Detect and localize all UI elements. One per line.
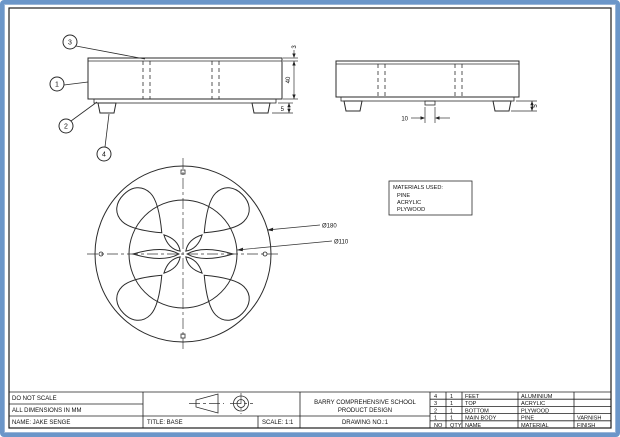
table-header-row: NO QTY NAME MATERIAL FINISH	[434, 423, 595, 429]
part-no: 2	[434, 408, 437, 414]
balloon-4-label: 4	[102, 152, 106, 159]
balloon-1: 1	[49, 76, 89, 92]
plan-view-inner-circle	[128, 199, 238, 309]
part-name: FEET	[465, 394, 480, 400]
plan-view-center-rosette	[131, 234, 235, 274]
front-view-bottom-plate	[93, 98, 277, 104]
side-dim-foot-height: 5	[511, 100, 539, 112]
front-view-left-foot	[97, 102, 117, 114]
plan-view: Ø180 Ø110	[87, 158, 349, 350]
plan-dim-inner-diameter: Ø110	[236, 240, 349, 252]
part-qty: 1	[450, 394, 453, 400]
header-finish: FINISH	[577, 423, 595, 429]
part-material: PLYWOOD	[521, 408, 549, 414]
sheet-frame	[8, 7, 612, 429]
materials-box-item: ACRYLIC	[397, 200, 421, 206]
table-row: 1 1 MAIN BODY PINE VARNISH	[434, 416, 601, 422]
plan-view-locating-marks	[98, 169, 268, 339]
header-name: NAME	[465, 423, 481, 429]
side-view-body-outline	[335, 60, 520, 98]
balloon-4: 4	[96, 113, 112, 162]
note-do-not-scale: DO NOT SCALE	[12, 396, 57, 402]
part-name: MAIN BODY	[465, 416, 497, 422]
parts-table: 4 1 FEET ALUMINIUM 3 1 TOP ACRYLIC 2 1 B…	[430, 392, 611, 429]
school-name: BARRY COMPREHENSIVE SCHOOL	[314, 400, 416, 406]
side-dim-foot-height-label: 5	[533, 104, 539, 108]
side-dim-tab-width: 10	[401, 107, 450, 123]
plan-dim-outer-diameter-label: Ø180	[322, 224, 337, 230]
part-no: 4	[434, 394, 437, 400]
materials-box-title: MATERIALS USED:	[393, 185, 443, 191]
note-dimensions: ALL DIMENSIONS IN MM	[12, 408, 81, 414]
materials-box-item: PLYWOOD	[397, 207, 425, 213]
front-dim-foot-height-label: 5	[281, 107, 285, 113]
part-material: ALUMINIUM	[521, 394, 553, 400]
part-qty: 1	[450, 416, 453, 422]
part-qty: 1	[450, 408, 453, 414]
part-material: ACRYLIC	[521, 401, 545, 407]
balloon-3: 3	[62, 34, 146, 60]
front-dim-top-thickness: 3	[283, 45, 298, 62]
side-view-left-foot	[343, 100, 363, 112]
balloon-callouts: 3 1 2 4	[49, 34, 146, 162]
side-view-right-foot	[492, 100, 512, 112]
front-view-hidden-lines	[142, 61, 220, 99]
materials-box-item: PINE	[397, 193, 410, 199]
side-dim-tab-width-label: 10	[401, 117, 408, 123]
part-material: PINE	[521, 416, 534, 422]
side-view-bottom-plate	[340, 96, 515, 102]
part-name: TOP	[465, 401, 477, 407]
balloon-2: 2	[58, 101, 98, 134]
header-no: NO	[434, 423, 443, 429]
front-dim-height-label: 40	[286, 76, 292, 83]
front-dim-height: 40	[283, 61, 298, 100]
front-view-body-outline	[87, 57, 283, 100]
materials-note-box: MATERIALS USED: PINE ACRYLIC PLYWOOD	[388, 180, 473, 216]
plan-view-outer-circle	[94, 165, 272, 343]
table-row: 2 1 BOTTOM PLYWOOD	[434, 408, 549, 414]
title-field: TITLE: BASE	[147, 420, 183, 426]
front-view-right-foot	[251, 102, 271, 114]
front-view: 3 40 5	[87, 45, 298, 114]
plan-dim-inner-diameter-label: Ø110	[334, 240, 349, 246]
part-no: 1	[434, 416, 437, 422]
header-material: MATERIAL	[521, 423, 549, 429]
front-dim-top-thickness-label: 3	[292, 45, 298, 49]
department-name: PRODUCT DESIGN	[338, 408, 392, 414]
plan-dim-outer-diameter: Ø180	[266, 224, 337, 232]
table-row: 4 1 FEET ALUMINIUM	[434, 394, 553, 400]
table-row: 3 1 TOP ACRYLIC	[434, 401, 545, 407]
part-finish: VARNISH	[577, 416, 601, 422]
projection-symbol-icon	[189, 393, 253, 414]
part-no: 3	[434, 401, 437, 407]
part-name: BOTTOM	[465, 408, 489, 414]
scale-field: SCALE: 1:1	[262, 420, 294, 426]
name-field: NAME: JAKE SENGE	[12, 420, 70, 426]
part-qty: 1	[450, 401, 453, 407]
balloon-1-label: 1	[55, 82, 59, 89]
side-view: 10 5	[335, 60, 539, 123]
side-view-hidden-lines	[377, 64, 463, 97]
plan-view-petal-cutouts	[116, 187, 250, 321]
title-block: DO NOT SCALE ALL DIMENSIONS IN MM NAME: …	[9, 391, 611, 428]
front-dim-foot-height: 5	[272, 102, 293, 114]
drawing-number-field: DRAWING NO.:1	[342, 420, 389, 426]
balloon-2-label: 2	[64, 124, 68, 131]
balloon-3-label: 3	[68, 40, 72, 47]
header-qty: QTY	[450, 423, 462, 429]
side-view-center-tab	[424, 100, 436, 106]
